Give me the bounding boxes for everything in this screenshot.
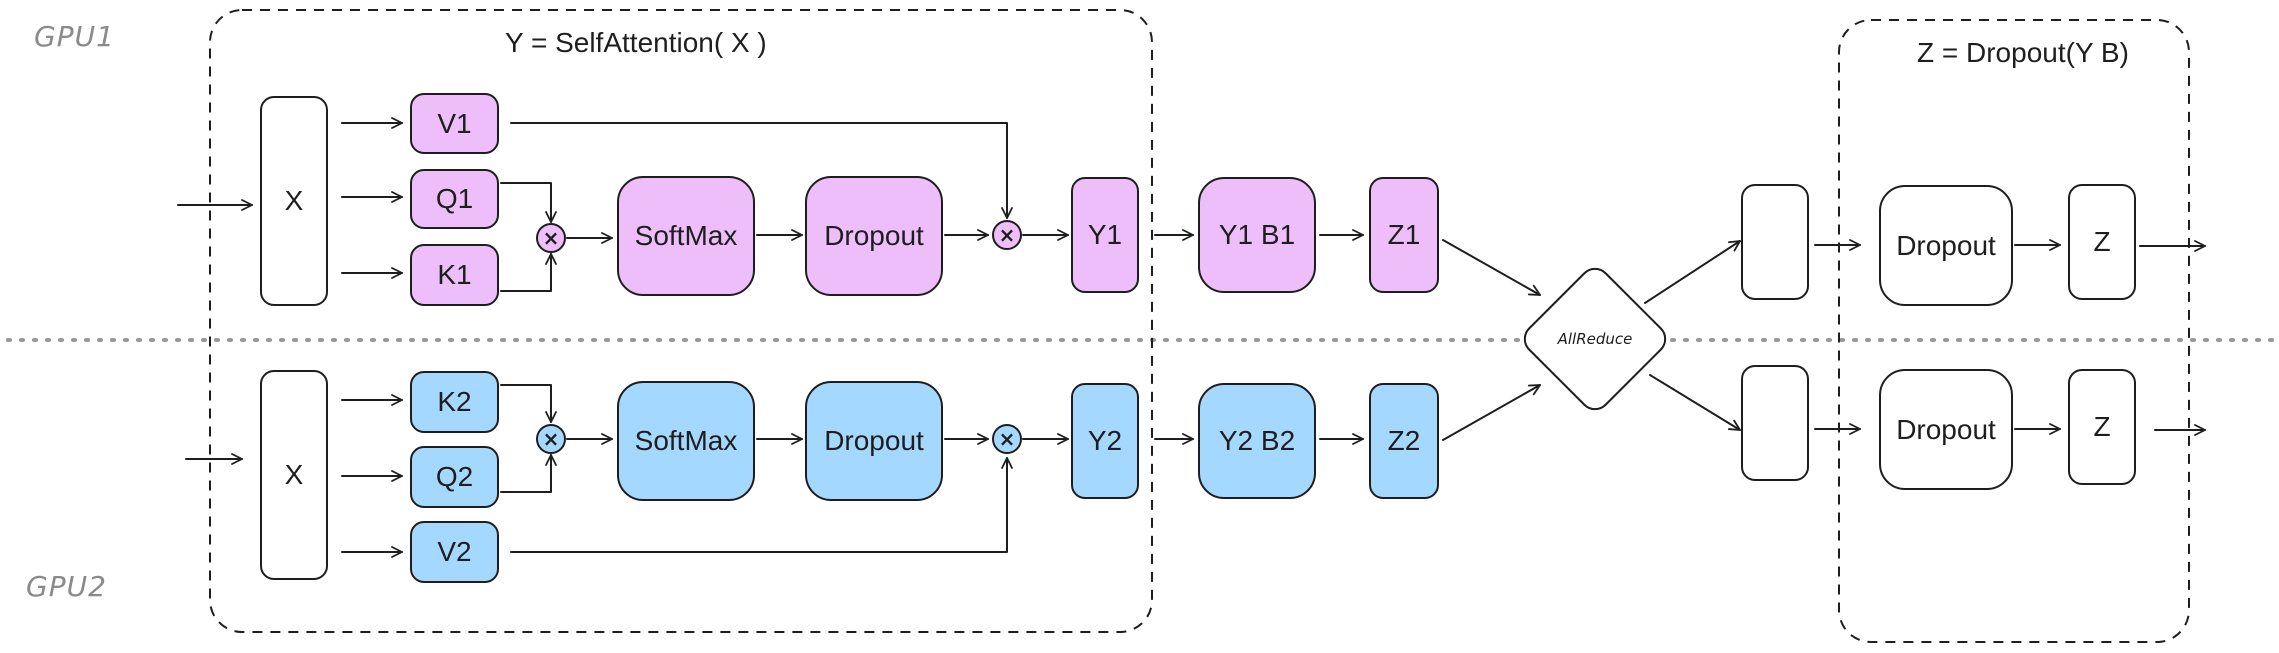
gpu1-z1-block: Z1 [1369, 177, 1439, 293]
allreduce-label: AllReduce [1557, 330, 1633, 348]
gpu2-z2-block: Z2 [1369, 383, 1439, 499]
gpu2-softmax-block: SoftMax [617, 381, 755, 501]
gpu1-qk-multiply-op: × [536, 223, 566, 253]
dropout-group-title: Z = Dropout(Y B) [1917, 37, 2129, 68]
gpu2-y2-block: Y2 [1071, 383, 1139, 499]
gpu1-output-dropout-block: Dropout [1879, 185, 2013, 306]
gpu1-dropout-block: Dropout [805, 176, 943, 296]
allreduce-to-gpu2-arrow [1649, 374, 1741, 431]
self-attention-title: Y = SelfAttention( X ) [505, 27, 767, 58]
gpu2-qk-multiply-op: × [536, 424, 566, 454]
gpu1-y1b1-block: Y1 B1 [1198, 177, 1316, 293]
gpu1-v-multiply-op: × [992, 220, 1022, 250]
gpu1-output-z-block: Z [2068, 184, 2136, 300]
gpu1-z1-to-allreduce-arrow [1442, 239, 1541, 296]
gpu2-k2-to-mul-arrow [500, 384, 557, 423]
gpu1-label: GPU1 [34, 20, 115, 53]
gpu2-dropout-block: Dropout [805, 381, 943, 501]
gpu2-z2-to-allreduce-arrow [1442, 384, 1541, 441]
gpu1-input-x: X [260, 96, 328, 306]
gpu1-q1-block: Q1 [410, 169, 499, 229]
allreduce-to-gpu1-arrow [1644, 240, 1741, 304]
gpu1-reduced-block [1741, 184, 1809, 300]
gpu2-output-dropout-block: Dropout [1879, 369, 2013, 490]
gpu2-q2-to-mul-arrow [500, 454, 557, 493]
gpu1-v1-to-mul-arrow [510, 122, 1013, 219]
gpu2-k2-block: K2 [410, 371, 499, 433]
gpu2-label: GPU2 [26, 570, 107, 603]
gpu1-k1-block: K1 [410, 244, 499, 306]
gpu2-v2-to-mul-arrow [510, 457, 1013, 553]
dropout-group-border [1838, 19, 2190, 643]
gpu2-y2b2-block: Y2 B2 [1198, 383, 1316, 499]
self-attention-group-border [209, 9, 1153, 633]
gpu2-output-z-block: Z [2068, 369, 2136, 485]
gpu2-v-multiply-op: × [992, 424, 1022, 454]
gpu2-v2-block: V2 [410, 521, 499, 583]
gpu1-k1-to-mul-arrow [500, 253, 557, 292]
gpu1-q1-to-mul-arrow [500, 182, 557, 223]
gpu2-q2-block: Q2 [410, 446, 499, 508]
gpu2-input-x: X [260, 370, 328, 580]
gpu2-reduced-block [1741, 365, 1809, 481]
gpu1-y1-block: Y1 [1071, 177, 1139, 293]
gpu1-softmax-block: SoftMax [617, 176, 755, 296]
gpu1-v1-block: V1 [410, 93, 499, 154]
